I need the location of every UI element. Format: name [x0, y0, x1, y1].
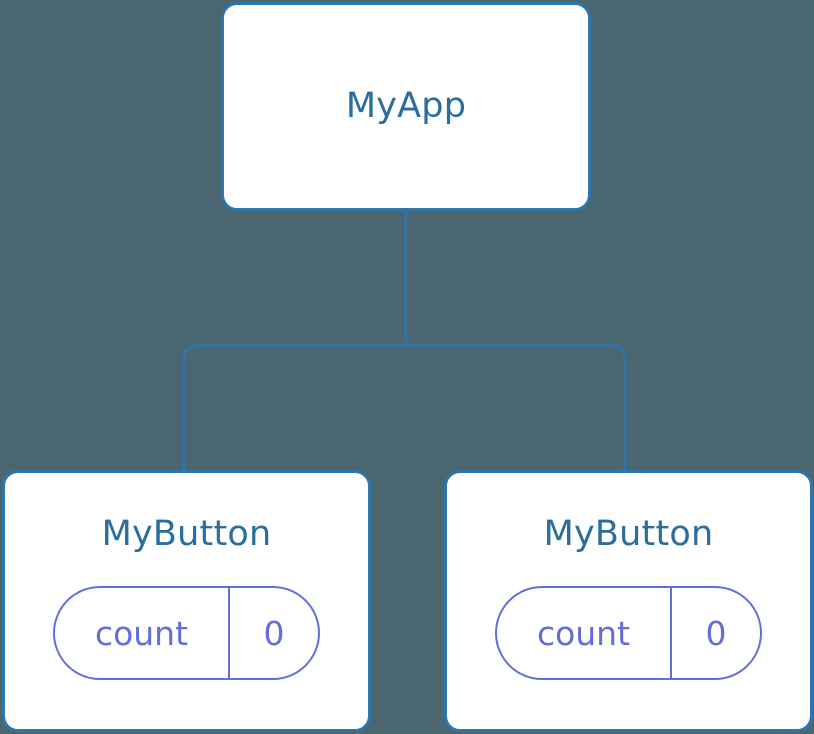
node-label-root: MyApp — [345, 86, 467, 126]
node-label-leaf-0: MyButton — [101, 514, 272, 554]
state-pill-leaf-0[interactable]: count 0 — [53, 586, 320, 680]
connector-branch-left — [182, 343, 406, 472]
node-card-root[interactable]: MyApp — [221, 2, 591, 211]
state-key-leaf-0: count — [55, 588, 230, 678]
node-label-leaf-1: MyButton — [543, 514, 714, 554]
node-card-leaf-0[interactable]: MyButton count 0 — [2, 470, 371, 732]
state-pill-leaf-1[interactable]: count 0 — [495, 586, 762, 680]
state-value-leaf-1: 0 — [705, 613, 727, 653]
connector-branch-right — [406, 343, 627, 472]
state-key-leaf-1: count — [497, 588, 672, 678]
state-value-leaf-0: 0 — [263, 613, 285, 653]
node-card-leaf-1[interactable]: MyButton count 0 — [444, 470, 813, 732]
